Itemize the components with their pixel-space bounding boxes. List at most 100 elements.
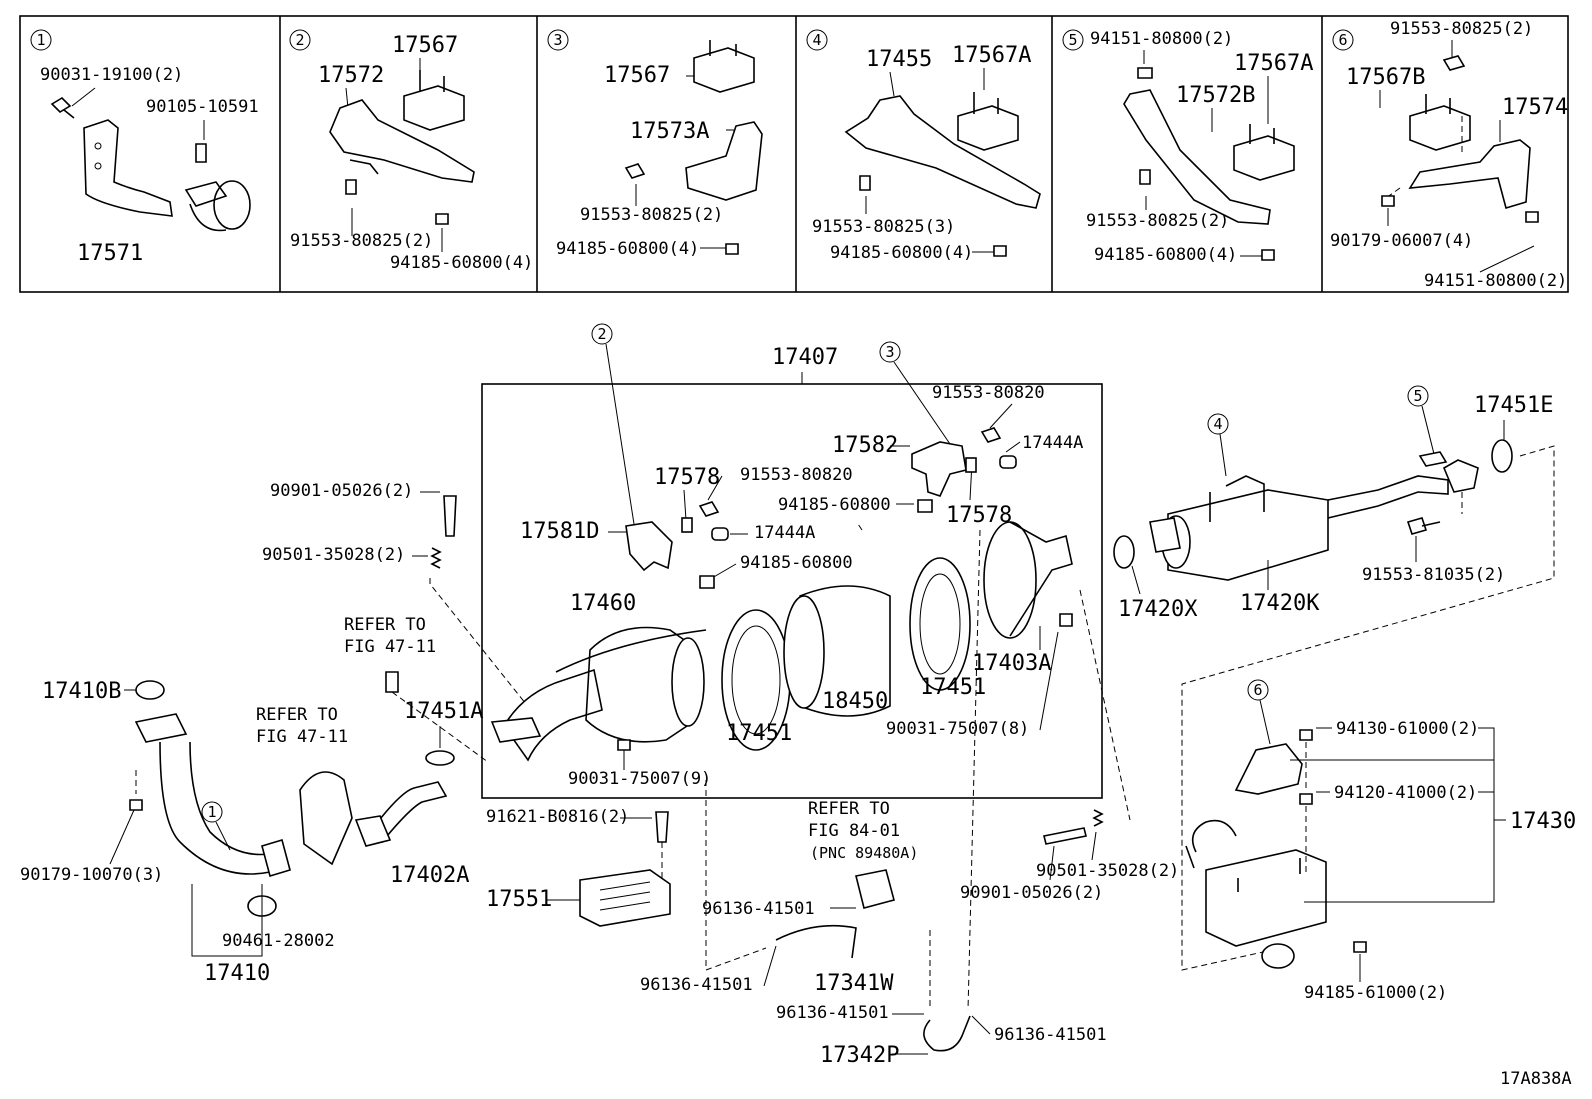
bracket-line — [191, 884, 263, 957]
bolt-icon — [50, 96, 72, 114]
part-label: 90501-35028(2) — [262, 545, 405, 565]
part-label: 91553-81035(2) — [1362, 565, 1505, 585]
leader-line — [1259, 699, 1271, 745]
bolt-icon — [1406, 517, 1428, 535]
part-label: 18450 — [822, 689, 888, 714]
part-label: 94185-60800(4) — [390, 253, 533, 273]
assembly-label: 17407 — [772, 345, 838, 370]
part-label: 94151-80800(2) — [1090, 29, 1233, 49]
group-number: 1 — [36, 31, 45, 49]
dpf-face — [783, 595, 825, 709]
part-label: 91553-80825(2) — [1390, 19, 1533, 39]
nut-icon — [1381, 195, 1395, 207]
turbo-outlet-icon — [299, 771, 353, 866]
callout-circle — [879, 341, 901, 363]
part-label: 17420K — [1240, 591, 1320, 616]
part-label: 94185-60800(4) — [556, 239, 699, 259]
callout-circle — [591, 323, 613, 345]
part-label: 90179-10070(3) — [20, 865, 163, 885]
bolt-icon — [195, 143, 207, 163]
nut-icon — [1525, 211, 1539, 223]
callout-number: 5 — [1413, 387, 1422, 405]
hanger-bracket — [1418, 451, 1448, 467]
part-label: 17578 — [946, 503, 1012, 528]
part-label: 90901-05026(2) — [270, 481, 413, 501]
spring-icon — [1092, 809, 1104, 827]
group-number-circle — [806, 29, 828, 51]
callout-circle — [1407, 385, 1429, 407]
callout-number: 6 — [1253, 681, 1262, 699]
part-label: 91621-B0816(2) — [486, 807, 629, 827]
leader-line — [109, 809, 135, 865]
bracket-17572B-icon — [1123, 89, 1271, 225]
nut-icon — [617, 739, 631, 751]
bolt-shank — [1421, 521, 1441, 527]
muffler-bracket — [1209, 475, 1265, 522]
bracket-17582-icon — [911, 441, 967, 497]
bolt-icon — [655, 811, 669, 843]
mount-rubber-icon — [1233, 135, 1295, 181]
callout-circle — [1207, 413, 1229, 435]
clamp-icon — [213, 180, 251, 230]
nut-icon — [725, 243, 739, 255]
part-label: 17451E — [1474, 393, 1553, 418]
part-label: 90461-28002 — [222, 931, 335, 951]
part-label: 94185-60800(4) — [830, 243, 973, 263]
mount-rubber-icon — [957, 105, 1019, 151]
nut-icon — [129, 799, 143, 811]
group-2: 2 17567 17572 91553-80825(2) 94185-60800… — [289, 29, 533, 273]
group-6: 6 91553-80825(2) 17567B 17574 90179-0600… — [1330, 19, 1568, 291]
mount-rubber-icon — [693, 47, 755, 93]
part-label: 17582 — [832, 433, 898, 458]
group-number: 2 — [295, 31, 304, 49]
group-number: 3 — [553, 31, 562, 49]
pipe-flange — [1442, 459, 1479, 493]
leader-line — [683, 489, 687, 521]
bolt-icon — [859, 175, 871, 191]
muffler-inlet — [1185, 819, 1237, 869]
group-panel: 1 90031-19100(2) 90105-10591 17571 2 175… — [19, 15, 1569, 293]
bracket-17455-icon — [844, 95, 1041, 209]
bolt-hole — [94, 142, 102, 150]
leader-line — [1049, 845, 1055, 881]
part-label: 17410B — [42, 679, 121, 704]
part-label: 94185-60800 — [778, 495, 891, 515]
nut-icon — [1299, 729, 1313, 741]
bolt-icon — [1139, 169, 1151, 185]
part-label: 17342P — [820, 1043, 899, 1068]
part-label: 96136-41501 — [994, 1025, 1107, 1045]
part-label: 90501-35028(2) — [1036, 861, 1179, 881]
group-panel-frame — [19, 15, 1569, 293]
callout-circle — [201, 801, 223, 823]
part-label: 17567 — [604, 63, 670, 88]
leader-line — [1131, 565, 1141, 595]
part-label: 94130-61000(2) — [1336, 719, 1479, 739]
bolt-icon — [385, 671, 399, 693]
leader-line — [1421, 405, 1435, 455]
part-label: 94185-60800(4) — [1094, 245, 1237, 265]
leader-line — [1091, 831, 1097, 861]
leader-line — [763, 945, 777, 987]
part-label: 17430 — [1510, 809, 1576, 834]
callout-circle — [1247, 679, 1269, 701]
leader-line — [893, 361, 951, 445]
bolt-icon — [698, 501, 720, 517]
part-label: 17451 — [920, 675, 986, 700]
bolt-icon — [980, 427, 1002, 443]
part-label: 91553-80820 — [932, 383, 1045, 403]
group-5: 5 94151-80800(2) 17567A 17572B 91553-808… — [1062, 29, 1313, 265]
bolt-icon — [1442, 55, 1466, 71]
gasket-icon — [1113, 535, 1135, 569]
spacer-icon — [999, 455, 1017, 469]
muffler-17420K-icon — [1167, 489, 1329, 581]
pipe-flange — [261, 838, 291, 878]
callout-number: 1 — [207, 803, 216, 821]
part-label: 17567A — [1234, 51, 1313, 76]
refer-note: REFER TO — [256, 705, 338, 725]
part-label: 17572 — [318, 63, 384, 88]
part-label: 91553-80825(2) — [580, 205, 723, 225]
dashed-guide — [705, 523, 981, 1011]
gasket-17451-icon — [909, 557, 971, 691]
part-label: 17444A — [754, 523, 815, 543]
callout-number: 4 — [1213, 415, 1222, 433]
